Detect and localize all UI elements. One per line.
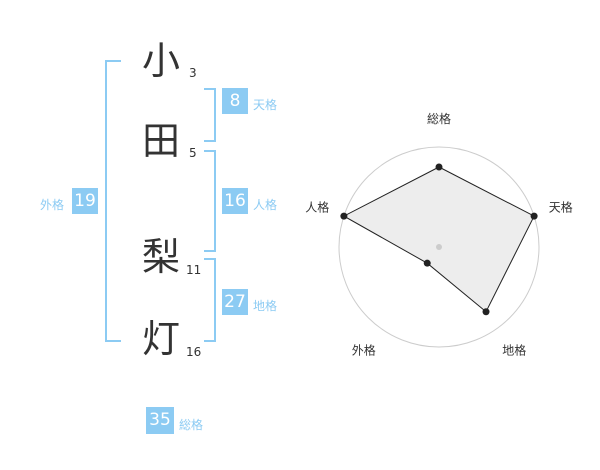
radar-axis-label-tenkaku: 天格 [549, 199, 573, 214]
radar-point [435, 163, 443, 171]
gaikaku-score: 19 [72, 188, 98, 214]
chikaku-score: 27 [222, 289, 248, 315]
name-char-2: 田 [142, 119, 181, 163]
radar-center-dot [436, 244, 442, 250]
stroke-count-3: 11 [186, 263, 202, 277]
radar-point [530, 212, 538, 220]
name-char-3: 梨 [142, 235, 181, 279]
chikaku-bracket [204, 258, 216, 342]
name-char-4: 灯 [142, 317, 181, 361]
tenkaku-score: 8 [222, 88, 248, 114]
soukaku-label: 総格 [179, 418, 204, 432]
radar-axis-label-soukaku: 総格 [427, 111, 451, 126]
stroke-count-4: 16 [186, 345, 202, 359]
gaikaku-bracket [105, 60, 121, 342]
radar-axis-label-gaikaku: 外格 [352, 343, 376, 358]
radar-axis-label-chikaku: 地格 [502, 343, 526, 358]
stroke-count-2: 5 [189, 146, 197, 160]
tenkaku-bracket [204, 88, 216, 142]
chikaku-label: 地格 [253, 299, 278, 313]
radar-point [482, 308, 490, 316]
jinkaku-bracket [204, 150, 216, 252]
jinkaku-label: 人格 [253, 198, 278, 212]
name-char-1: 小 [142, 39, 181, 83]
radar-point [340, 212, 348, 220]
gaikaku-label: 外格 [40, 198, 65, 212]
radar-series-area [342, 166, 535, 313]
stroke-count-1: 3 [189, 66, 197, 80]
jinkaku-score: 16 [222, 188, 248, 214]
tenkaku-label: 天格 [253, 98, 278, 112]
radar-point [423, 259, 431, 267]
soukaku-score: 35 [146, 407, 174, 434]
radar-axis-label-jinkaku: 人格 [305, 199, 329, 214]
